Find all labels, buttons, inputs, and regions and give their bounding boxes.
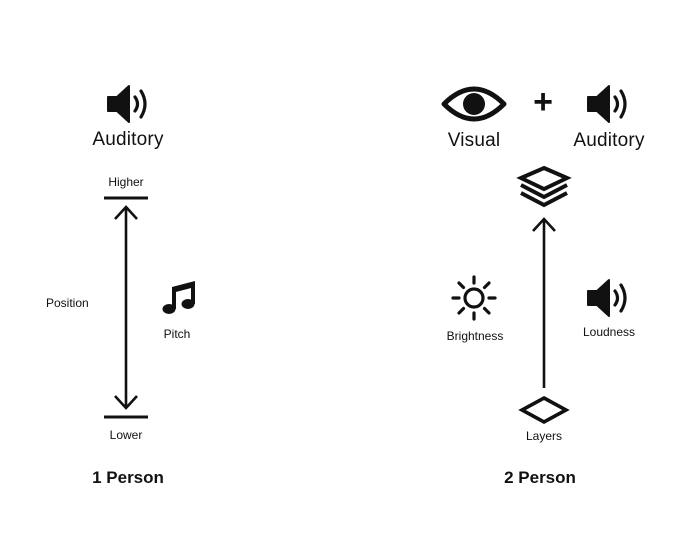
mapping-label-pitch: Pitch: [163, 327, 191, 341]
music-note-icon: [162, 281, 195, 314]
mapping-label-loudness: Loudness: [582, 325, 636, 339]
modality-label-auditory: Auditory: [573, 130, 645, 151]
position-scale-double-arrow: [104, 196, 148, 419]
axis-label-position: Position: [46, 296, 89, 310]
speaker-icon: [107, 85, 147, 123]
scale-top-label: Higher: [108, 175, 144, 189]
layers-label: Layers: [525, 429, 563, 443]
scale-bottom-label: Lower: [109, 428, 143, 442]
plus-operator: +: [533, 83, 553, 121]
layers-stack-icon: [516, 165, 572, 208]
sun-icon: [451, 275, 497, 321]
diamond-icon: [518, 395, 570, 425]
layers-up-arrow: [532, 217, 556, 388]
loudness-speaker-icon: [587, 279, 627, 317]
eye-icon: [441, 86, 507, 122]
modality-label-visual: Visual: [447, 130, 501, 151]
modality-label-auditory: Auditory: [92, 129, 164, 150]
mapping-label-brightness: Brightness: [446, 329, 504, 343]
panel-title-one-person: 1 Person: [92, 468, 164, 487]
speaker-icon: [587, 85, 627, 123]
panel-title-two-person: 2 Person: [504, 468, 576, 487]
